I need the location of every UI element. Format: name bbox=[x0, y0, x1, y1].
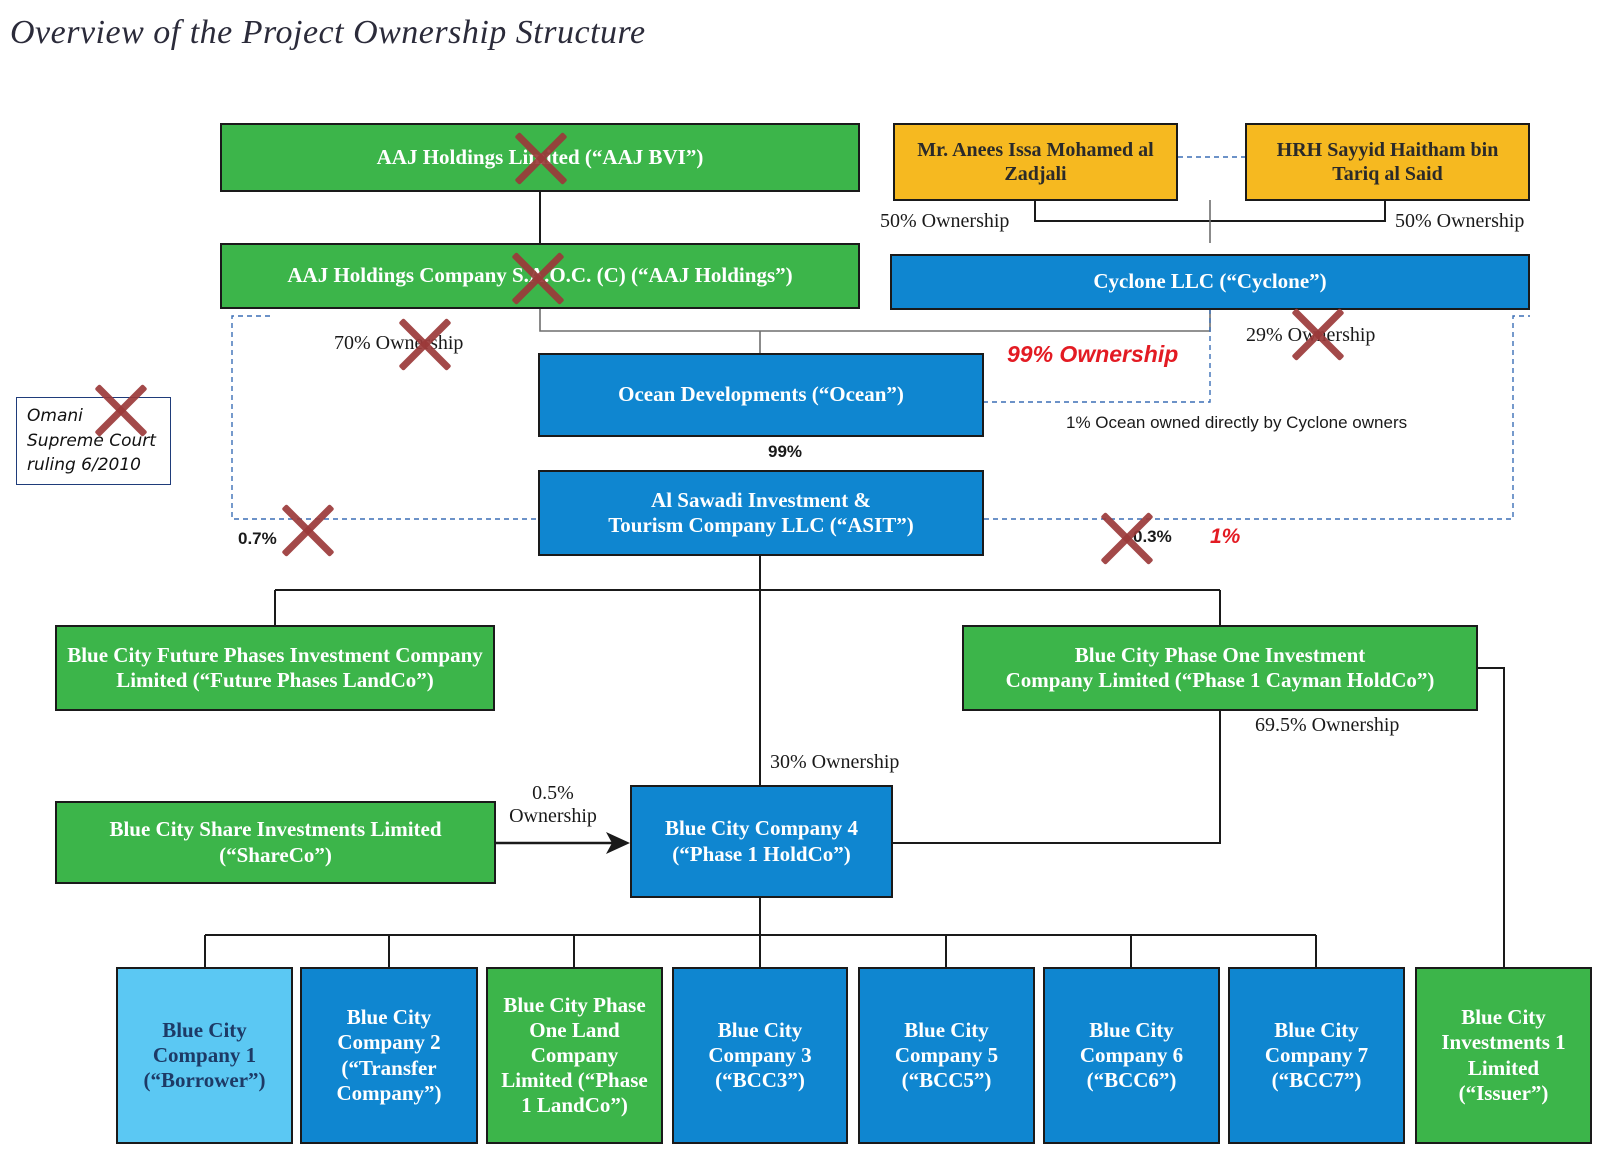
ocean-asit-99-label: 99% bbox=[768, 442, 803, 461]
haitham-ownership-label: 50% Ownership bbox=[1395, 210, 1525, 232]
court-note-line-3: ruling 6/2010 bbox=[27, 455, 141, 476]
asit-line-1: Al Sawadi Investment & bbox=[651, 487, 871, 512]
cross-out-icon bbox=[1099, 511, 1155, 567]
asit-bcc4-ownership-label: 30% Ownership bbox=[770, 751, 900, 773]
cross-out-icon bbox=[1290, 307, 1346, 363]
asit-line-2: Tourism Company LLC (“ASIT”) bbox=[608, 513, 914, 537]
page-title: Overview of the Project Ownership Struct… bbox=[10, 14, 646, 51]
court-note-line-1: Omani bbox=[27, 406, 83, 426]
ocean-box: Ocean Developments (“Ocean”) bbox=[538, 353, 984, 437]
bcc6-box: Blue City Company 6 (“BCC6”) bbox=[1043, 967, 1220, 1144]
bcc5-box: Blue City Company 5 (“BCC5”) bbox=[858, 967, 1035, 1144]
haitham-box: HRH Sayyid Haitham bin Tariq al Said bbox=[1245, 123, 1530, 201]
asit-right-new-pct-label: 1% bbox=[1210, 525, 1241, 548]
cayman-ownership-label: 69.5% Ownership bbox=[1255, 714, 1400, 736]
cyclone-box: Cyclone LLC (“Cyclone”) bbox=[890, 254, 1530, 310]
phase1-cayman-line-1: Blue City Phase One Investment bbox=[1074, 642, 1366, 667]
cross-out-icon bbox=[510, 251, 566, 307]
shareco-ownership-label: 0.5% Ownership bbox=[503, 782, 603, 828]
shareco-pct: 0.5% bbox=[532, 782, 574, 804]
cross-out-icon bbox=[280, 503, 336, 559]
asit-box: Al Sawadi Investment & Tourism Company L… bbox=[538, 470, 984, 556]
anees-ownership-label: 50% Ownership bbox=[880, 210, 1010, 232]
phase1-landco-box: Blue City Phase One Land Company Limited… bbox=[486, 967, 663, 1144]
issuer-box: Blue City Investments 1 Limited (“Issuer… bbox=[1415, 967, 1592, 1144]
cross-out-icon bbox=[93, 383, 149, 439]
anees-box: Mr. Anees Issa Mohamed al Zadjali bbox=[893, 123, 1178, 201]
shareco-pct-word: Ownership bbox=[509, 805, 597, 827]
shareco-box: Blue City Share Investments Limited (“Sh… bbox=[55, 801, 496, 884]
cyclone-99-ownership-label: 99% Ownership bbox=[1007, 341, 1179, 367]
future-phases-box: Blue City Future Phases Investment Compa… bbox=[55, 625, 495, 711]
phase1-cayman-line-2: Company Limited (“Phase 1 Cayman HoldCo”… bbox=[1005, 668, 1435, 692]
ocean-direct-note: 1% Ocean owned directly by Cyclone owner… bbox=[1066, 413, 1408, 432]
bcc3-box: Blue City Company 3 (“BCC3”) bbox=[672, 967, 848, 1144]
cross-out-icon bbox=[513, 131, 569, 187]
bcc7-box: Blue City Company 7 (“BCC7”) bbox=[1228, 967, 1405, 1144]
phase1-cayman-box: Blue City Phase One Investment Company L… bbox=[962, 625, 1478, 711]
asit-left-pct-label: 0.7% bbox=[238, 529, 277, 548]
arrow-right-icon bbox=[496, 832, 630, 854]
bcc2-box: Blue City Company 2 (“Transfer Company”) bbox=[300, 967, 478, 1144]
bcc4-box: Blue City Company 4 (“Phase 1 HoldCo”) bbox=[630, 785, 893, 898]
bcc1-box: Blue City Company 1 (“Borrower”) bbox=[116, 967, 293, 1144]
cross-out-icon bbox=[397, 317, 453, 373]
